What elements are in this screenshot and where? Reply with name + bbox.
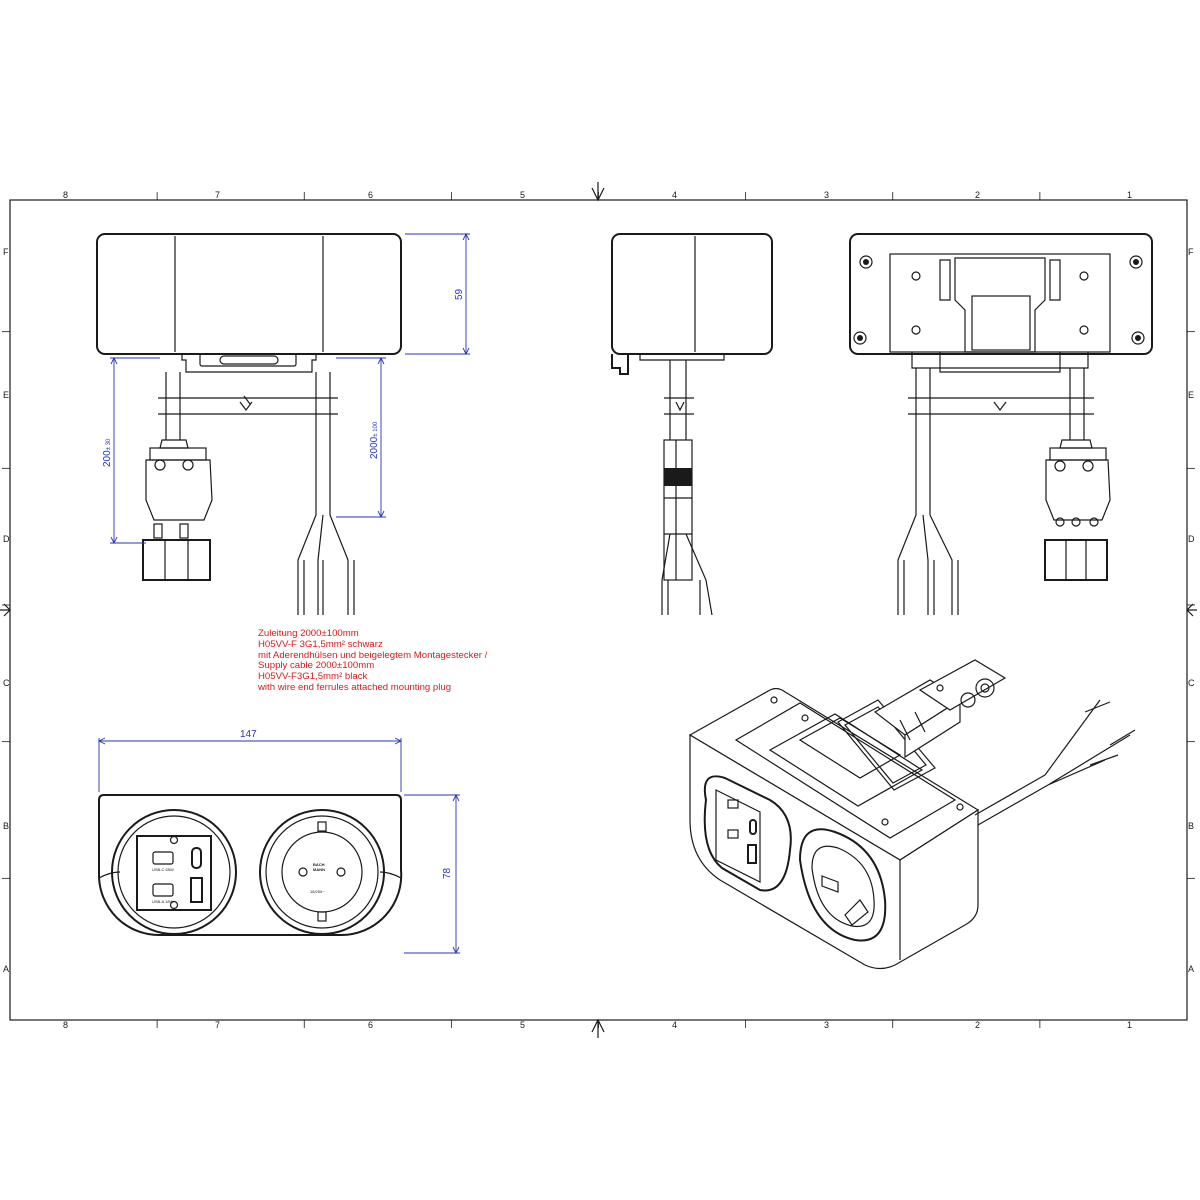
side-view: [611, 233, 773, 616]
center-arrow-left: [0, 603, 11, 617]
grid-col-label: 6: [368, 1020, 373, 1030]
drawing-frame: [0, 182, 1197, 1038]
note-line: with wire end ferrules attached mounting…: [258, 681, 452, 693]
dim-width-value: 147: [240, 729, 257, 740]
note-line: H05VV-F 3G1,5mm² schwarz: [258, 638, 383, 650]
usb-a-port: [190, 877, 203, 903]
grid-row-label: A: [3, 964, 9, 974]
usb-a-icon: [152, 883, 174, 897]
housing-iso-front: [689, 733, 979, 970]
housing-top-outline: [98, 794, 403, 937]
brand-line2: MANN: [313, 867, 325, 872]
grid-col-label: 5: [520, 190, 525, 200]
usb-a-label: USB-A 18W: [152, 899, 174, 904]
dim-depth-value: 78: [442, 867, 453, 879]
center-arrow-bottom: [591, 1018, 605, 1038]
center-arrow-right: [1186, 603, 1197, 617]
grid-column-labels-bottom: 8 7 6 5 4 3 2 1: [63, 1020, 1132, 1030]
usb-c-port: [191, 847, 202, 869]
cable-left: [165, 372, 181, 440]
dimension-cable-left: 200± 30: [102, 356, 160, 545]
usb-c-icon: [152, 851, 174, 865]
grid-row-label: C: [3, 678, 10, 688]
grid-row-label: D: [3, 534, 10, 544]
cable-break-marks: [158, 395, 338, 415]
note-line: Zuleitung 2000±100mm: [258, 628, 359, 639]
clamp-bracket: [181, 354, 317, 373]
dimension-height: 59: [405, 232, 470, 356]
isometric-view: [688, 659, 1136, 970]
note-line: mit Aderendhülsen und beigelegtem Montag…: [258, 649, 488, 661]
grid-col-label: 7: [215, 190, 220, 200]
grid-row-labels-left: F E D C B A: [3, 247, 10, 974]
center-arrow-top: [591, 182, 605, 202]
cable-iso: [974, 774, 1049, 826]
mounting-plug-iso: [873, 659, 1007, 759]
grid-row-label: B: [3, 821, 9, 831]
grid-col-label: 2: [975, 190, 980, 200]
cable-notes: Zuleitung 2000±100mm H05VV-F 3G1,5mm² sc…: [258, 628, 578, 694]
grid-col-label: 3: [824, 1020, 829, 1030]
schuko-socket: BACH MANN 16/250~: [259, 809, 385, 935]
mounting-plug: [142, 439, 213, 581]
grid-row-labels-right: F E D C B A: [1188, 247, 1195, 974]
grid-row-label: D: [1188, 534, 1195, 544]
grid-col-label: 8: [63, 1020, 68, 1030]
grid-col-label: 7: [215, 1020, 220, 1030]
note-line: Supply cable 2000±100mm: [258, 660, 375, 672]
housing-side: [611, 233, 773, 355]
grid-row-label: C: [1188, 678, 1195, 688]
grid-col-label: 8: [63, 190, 68, 200]
cable-side: [669, 360, 687, 440]
grid-row-label: B: [1188, 821, 1194, 831]
grid-col-label: 4: [672, 1020, 677, 1030]
dimension-cable-right: 2000± 100: [336, 356, 386, 519]
dim-cable-right-value: 2000± 100: [369, 421, 380, 459]
top-view: USB-C 65W USB-A 18W BACH MANN 16/250~: [98, 794, 403, 937]
grid-row-label: F: [3, 247, 9, 257]
brand-line1: BACH: [313, 862, 325, 867]
grid-col-label: 4: [672, 190, 677, 200]
cable-right: [315, 372, 331, 515]
housing-iso-top: [688, 687, 980, 861]
clamp-bracket-rear: [954, 257, 1046, 353]
rear-view: [849, 233, 1153, 615]
grid-col-label: 1: [1127, 190, 1132, 200]
usb-c-label: USB-C 65W: [152, 867, 174, 872]
grid-col-label: 2: [975, 1020, 980, 1030]
dim-height-value: 59: [454, 288, 465, 300]
mounting-plug-rear: [1044, 439, 1111, 581]
note-line: H05VV-F3G1,5mm² black: [258, 671, 368, 683]
grid-row-label: E: [3, 390, 9, 400]
grid-row-label: A: [1188, 964, 1194, 974]
dimension-width: 147: [97, 729, 403, 792]
dim-cable-left-value: 200± 30: [102, 438, 113, 467]
grid-column-labels-top: 8 7 6 5 4 3 2 1: [63, 190, 1132, 200]
grid-row-label: E: [1188, 390, 1194, 400]
schuko-socket-iso: [798, 828, 887, 942]
grid-row-label: F: [1188, 247, 1194, 257]
mounting-plate: [889, 253, 1111, 353]
front-view: [96, 233, 402, 615]
housing-rear: [849, 233, 1153, 355]
socket-rating: 16/250~: [310, 889, 325, 894]
usb-module: USB-C 65W USB-A 18W: [111, 809, 237, 935]
dimension-depth: 78: [404, 793, 460, 955]
cable-rear: [915, 368, 1085, 515]
grid-col-label: 1: [1127, 1020, 1132, 1030]
grid-col-label: 5: [520, 1020, 525, 1030]
grid-col-label: 6: [368, 190, 373, 200]
usb-module-iso: [703, 775, 792, 892]
housing-front: [96, 233, 402, 355]
wire-ends: [297, 514, 355, 615]
grid-col-label: 3: [824, 190, 829, 200]
